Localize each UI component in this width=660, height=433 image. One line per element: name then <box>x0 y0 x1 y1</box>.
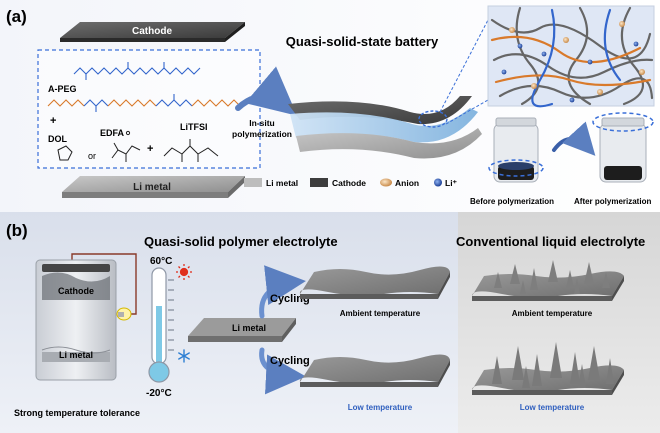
vial-after-highlight <box>592 112 654 132</box>
ambient-temp-label-quasi: Ambient temperature <box>340 309 421 318</box>
low-temp-label-quasi: Low temperature <box>348 403 413 412</box>
quasi-solid-electrolyte-title: Quasi-solid polymer electrolyte <box>144 234 338 249</box>
dol-structure <box>57 145 73 161</box>
legend-li-metal: Li metal <box>266 178 298 188</box>
battery-stack <box>288 96 482 159</box>
vial-before-highlight <box>488 159 544 177</box>
battery-cell <box>35 259 117 381</box>
vial-before <box>493 117 539 183</box>
quasi-solid-battery-title: Quasi-solid-state battery <box>286 34 439 49</box>
cycling-arrow-ambient <box>259 265 306 319</box>
light-bulb <box>116 307 132 321</box>
conventional-electrolyte-title: Conventional liquid electrolyte <box>456 234 645 249</box>
cell-cathode-label: Cathode <box>58 286 94 296</box>
thermometer <box>148 267 174 383</box>
temp-low-label: -20°C <box>146 388 172 399</box>
legend-li-ion: Li⁺ <box>445 178 458 188</box>
in-situ-arrow <box>235 66 298 116</box>
in-situ-label-line1: In-situ <box>249 118 275 128</box>
temperature-tolerance-label: Strong temperature tolerance <box>14 408 140 418</box>
conventional-surface-ambient <box>472 260 624 301</box>
precursor-box <box>37 49 261 169</box>
ambient-temp-label-conventional: Ambient temperature <box>512 309 593 318</box>
legend-li-metal-swatch <box>244 178 262 187</box>
legend-cathode-swatch <box>310 178 328 187</box>
legend-li-ion-swatch <box>434 178 442 187</box>
panel-b-label: (b) <box>6 221 28 240</box>
center-li-metal-label: Li metal <box>232 323 266 333</box>
cycling-label-ambient: Cycling <box>270 293 310 305</box>
zoom-line-1 <box>439 19 489 113</box>
edfa-label: EDFA <box>100 128 125 138</box>
sun-icon <box>176 264 192 280</box>
zoom-circle <box>418 110 448 128</box>
apeg-structure-1 <box>73 62 201 80</box>
zoom-line-2 <box>445 99 489 125</box>
vial-transition-arrow <box>552 121 596 156</box>
plus-sign-2: + <box>147 143 153 155</box>
cycling-arrow-low <box>259 347 306 395</box>
temp-high-label: 60°C <box>150 256 172 267</box>
conventional-surface-low <box>472 342 624 395</box>
in-situ-label-line2: polymerization <box>232 129 292 139</box>
apeg-label: A-PEG <box>48 84 77 94</box>
edfa-structure <box>111 130 141 162</box>
dol-label: DOL <box>48 134 68 144</box>
cell-li-metal-label: Li metal <box>59 350 93 360</box>
snowflake-icon <box>178 349 190 363</box>
center-li-metal-slab <box>188 318 296 342</box>
legend <box>244 178 442 187</box>
litfsi-structure <box>163 139 219 162</box>
li-metal-plate-label: Li metal <box>133 182 171 193</box>
cycling-label-low: Cycling <box>270 355 310 367</box>
quasi-surface-low <box>299 354 450 387</box>
panel-b-conventional-background <box>458 212 660 433</box>
cathode-plate-label: Cathode <box>132 26 172 37</box>
legend-anion: Anion <box>395 178 419 188</box>
plus-sign-1: + <box>50 115 56 127</box>
low-temp-label-conventional: Low temperature <box>520 403 585 412</box>
after-polymerization-label: After polymerization <box>574 197 651 206</box>
polymer-network-inset <box>487 5 655 108</box>
legend-anion-swatch <box>380 178 392 187</box>
or-label: or <box>88 151 96 161</box>
li-metal-plate <box>62 176 245 198</box>
legend-cathode: Cathode <box>332 178 366 188</box>
vial-after <box>599 117 647 183</box>
cathode-plate <box>60 22 245 42</box>
apeg-structure-2 <box>47 94 247 112</box>
before-polymerization-label: Before polymerization <box>470 197 554 206</box>
litfsi-label: LiTFSI <box>180 122 208 132</box>
quasi-surface-ambient <box>299 266 450 299</box>
panel-a-label: (a) <box>6 7 27 26</box>
